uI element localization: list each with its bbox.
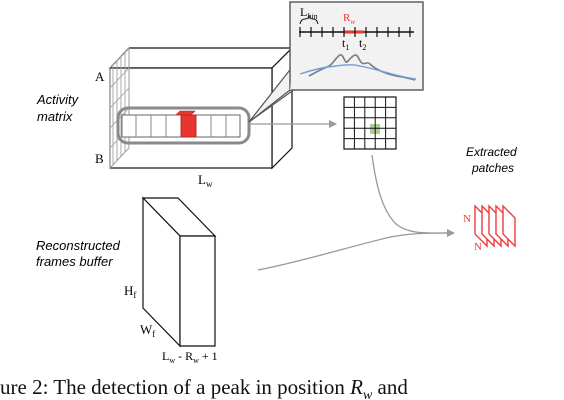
wf-label: Wf [140,322,155,339]
peak-cell-highlight [180,114,197,138]
smoothed-signal-curve [299,64,417,80]
extracted-patches-label-line1: Extracted [466,145,517,159]
merge-arrows [257,154,455,271]
dim-a-label: A [95,69,105,84]
reconstructed-label-line1: Reconstructed [36,238,121,253]
inset-timeline: Lbin Rw t1 t2 [299,5,417,81]
extracted-patches-label-line2: patches [471,161,514,175]
dim-b-label: B [95,151,104,166]
frames-buffer-cube [141,196,217,348]
buffer-length-label: Lw - Rw + 1 [162,349,218,365]
activity-matrix-label-line2: matrix [37,109,73,124]
row-capsule [116,106,251,145]
raw-signal-curve [308,54,416,81]
figure-caption: ure 2: The detection of a peak in positi… [0,375,408,400]
activity-row [116,106,251,145]
t2-label: t2 [359,36,366,52]
patch-n-top-label: N [463,213,471,225]
matrix-to-grid-arrow [249,120,337,128]
extracted-patches [474,204,516,248]
dim-lw-label: Lw [198,172,213,189]
cube-left-grid-face [109,46,130,170]
activity-matrix-label-line1: Activity [36,92,80,107]
hf-label: Hf [124,283,136,300]
lbin-label: Lbin [300,5,318,21]
buffer-front-face [179,235,216,347]
cube-top-face [108,47,294,69]
t1-label: t1 [342,36,349,52]
feature-grid [343,96,397,150]
rw-label: Rw [343,12,355,26]
cube-right-face [271,46,293,170]
reconstructed-label-line2: frames buffer [36,254,113,269]
patch-n-bottom-label: N [474,241,482,253]
inset-callout [248,1,424,123]
